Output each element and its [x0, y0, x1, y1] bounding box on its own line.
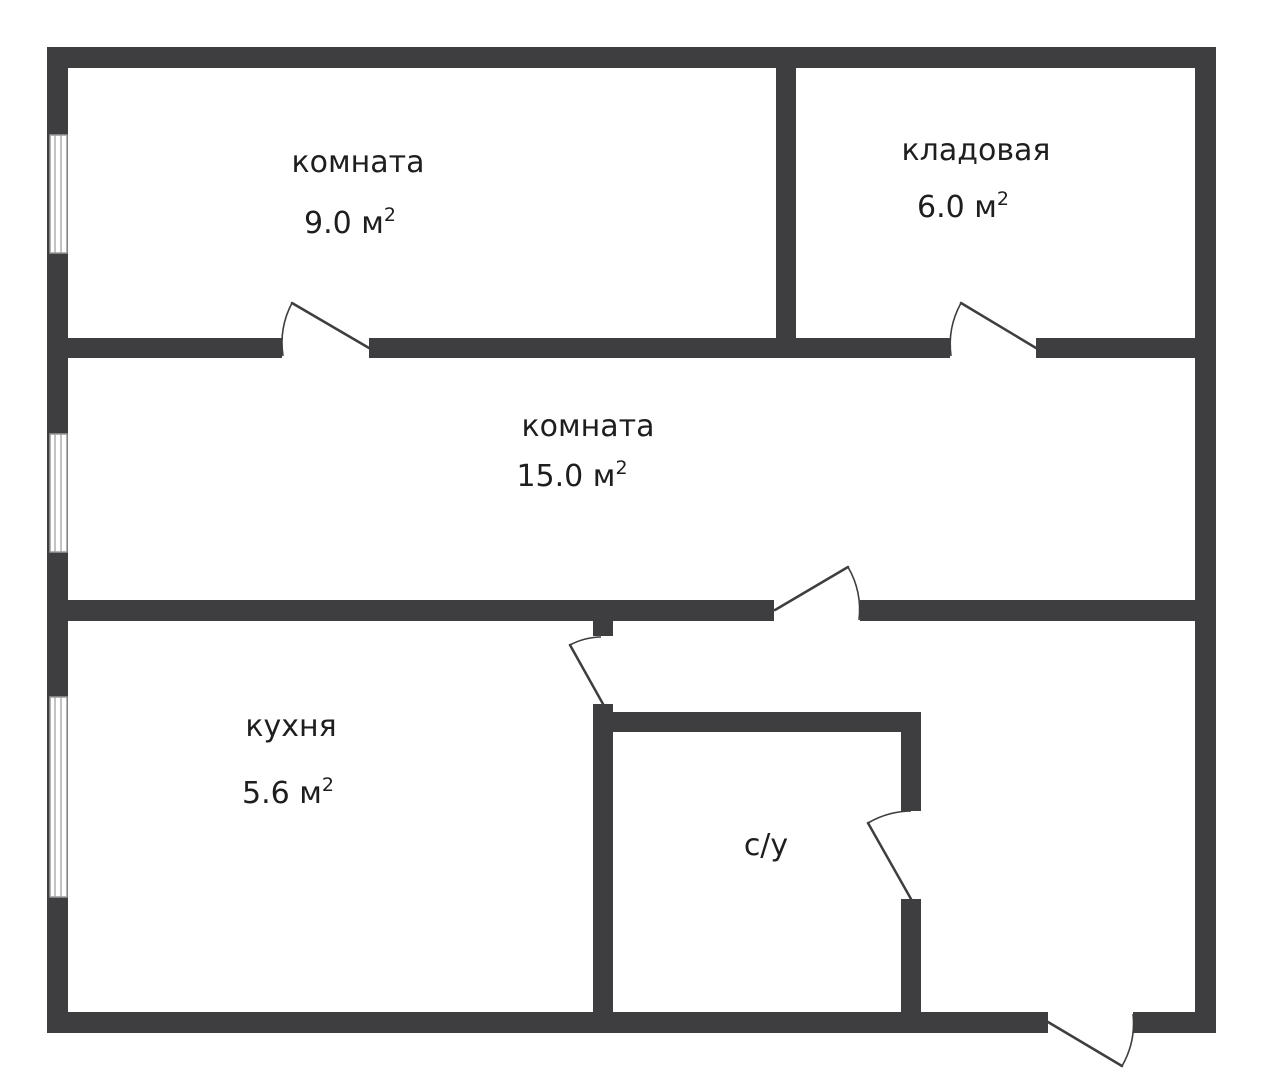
outer-wall-top [47, 47, 1216, 68]
wall-row1-a [47, 338, 282, 358]
window-room2 [49, 433, 68, 553]
outer-wall-right [1195, 47, 1216, 1033]
room-name-storage: кладовая [902, 133, 1051, 168]
wall-row2-b [860, 600, 1216, 621]
outer-wall-bottom-right [1133, 1012, 1216, 1033]
doors [281, 301, 1135, 1068]
wall-bath-right-upper [901, 712, 921, 811]
room-name-kitchen: кухня [245, 709, 336, 744]
room-area-room2: 15.0 м2 [516, 457, 627, 494]
door-room1 [281, 301, 371, 357]
room-name-room1: комната [292, 145, 425, 180]
outer-walls [47, 47, 1216, 1033]
room-name-room2: комната [522, 409, 655, 444]
door-storage [949, 301, 1038, 357]
door-bathroom [866, 810, 913, 901]
room-area-storage: 6.0 м2 [917, 188, 1009, 225]
door-kitchen [568, 636, 605, 706]
wall-bath-top [593, 712, 921, 732]
wall-room1-storage [776, 47, 796, 358]
windows [49, 134, 68, 898]
room-labels: комната 9.0 м2 кладовая 6.0 м2 комната 1… [242, 133, 1050, 863]
room-area-kitchen: 5.6 м2 [242, 774, 334, 811]
wall-row1-b [369, 338, 950, 358]
inner-walls [47, 47, 1216, 1033]
wall-row1-c [1036, 338, 1216, 358]
wall-kitchen-stub [593, 600, 613, 636]
door-entrance [1046, 1013, 1135, 1068]
wall-bath-right-lower [901, 899, 921, 1033]
wall-kitchen-bath [593, 704, 613, 1033]
window-room1 [49, 134, 68, 254]
room-name-bathroom: с/у [744, 828, 788, 863]
window-kitchen [49, 696, 68, 898]
room-area-room1: 9.0 м2 [304, 204, 396, 241]
wall-row2-a [47, 600, 774, 621]
door-room2 [773, 565, 861, 621]
outer-wall-bottom-left [47, 1012, 1048, 1033]
